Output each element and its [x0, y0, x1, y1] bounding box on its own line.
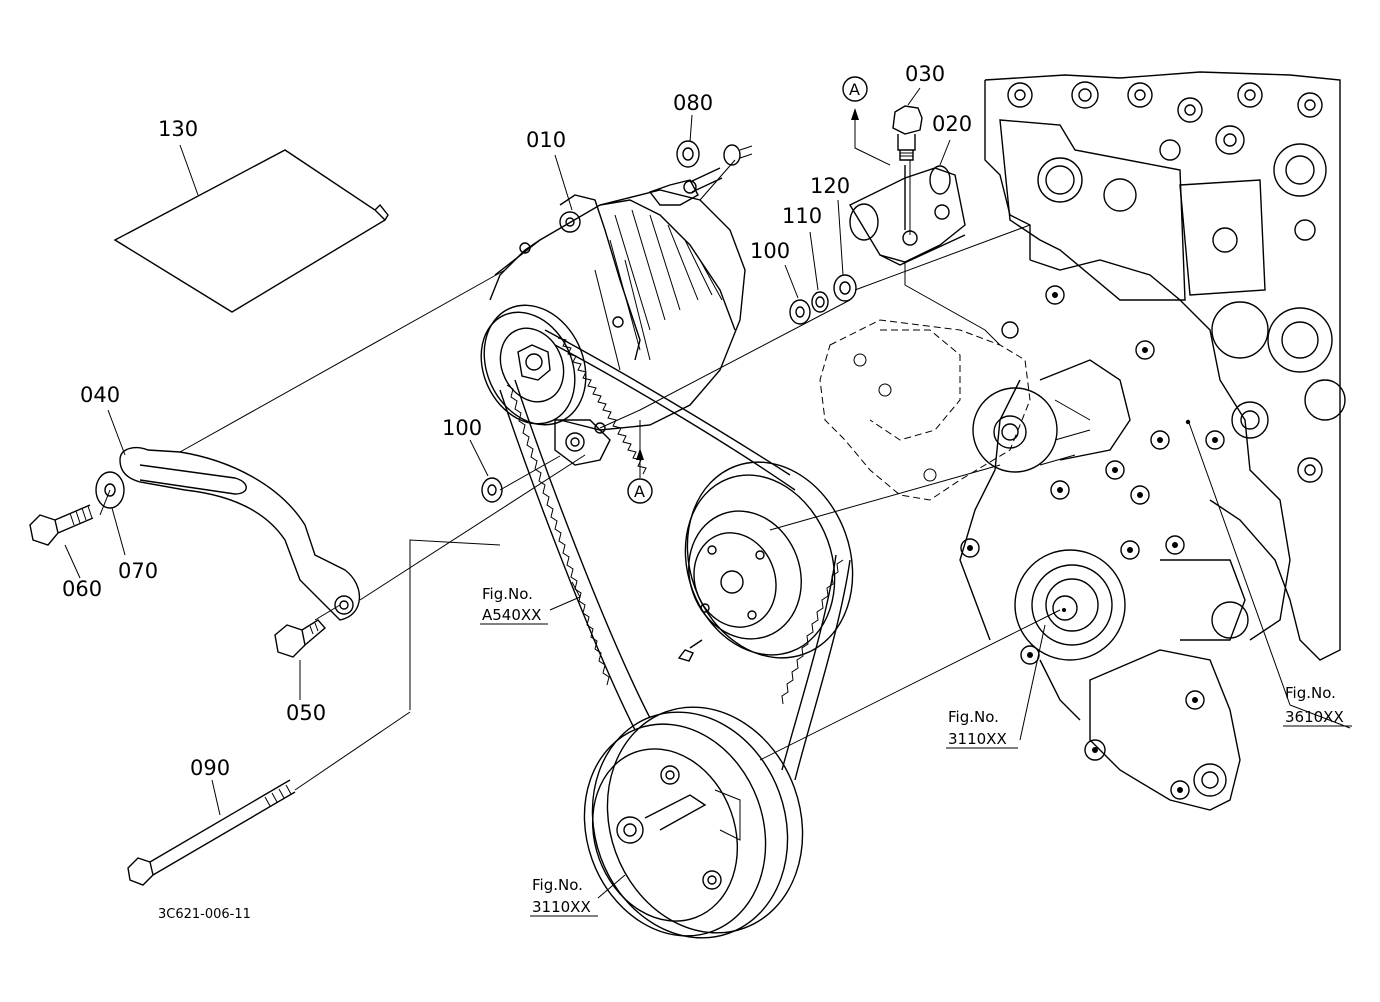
- engine-block: [959, 71, 1346, 811]
- fig-ref-crank-pulley-line1: Fig.No.: [532, 876, 583, 894]
- fig-ref-crank-center-line2: 3110XX: [948, 730, 1007, 748]
- callout-090: 090: [190, 756, 230, 780]
- fig-ref-belt-line1: Fig.No.: [482, 585, 533, 603]
- alternator-bracket: [849, 165, 966, 266]
- fig-ref-gear-case-line2: 3610XX: [1285, 708, 1344, 726]
- washer-100-upper: [789, 299, 811, 325]
- callout-100-upper: 100: [750, 239, 790, 263]
- fig-ref-gear-case-line1: Fig.No.: [1285, 684, 1336, 702]
- leader-lines: [64, 87, 1351, 899]
- bolt-050: [274, 619, 326, 658]
- callout-130: 130: [158, 117, 198, 141]
- callout-030: 030: [905, 62, 945, 86]
- callout-010: 010: [526, 128, 566, 152]
- alternator: [480, 167, 746, 466]
- washer-100-lower: [481, 477, 503, 503]
- fig-ref-crank-center-line1: Fig.No.: [948, 708, 999, 726]
- marker-a-top: A: [849, 80, 860, 99]
- label-sheet: [113, 149, 389, 313]
- adjusting-plate: [119, 447, 361, 621]
- fan-pulley: [677, 461, 854, 662]
- callout-070: 070: [118, 559, 158, 583]
- fig-ref-belt[interactable]: Fig.No. A540XX: [480, 585, 548, 625]
- arrow-a-bottom: [627, 448, 653, 504]
- callout-020: 020: [932, 112, 972, 136]
- crankshaft-pulley: [583, 706, 804, 939]
- nut-080: [676, 140, 753, 168]
- bolt-060: [29, 504, 94, 546]
- fig-ref-gear-case[interactable]: Fig.No. 3610XX: [1283, 684, 1352, 727]
- nut-120: [833, 274, 857, 302]
- water-pump: [819, 319, 1131, 501]
- callout-100-lower: 100: [442, 416, 482, 440]
- callout-120: 120: [810, 174, 850, 198]
- marker-a-bottom: A: [634, 482, 645, 501]
- callout-060: 060: [62, 577, 102, 601]
- callout-040: 040: [80, 383, 120, 407]
- washer-070: [95, 471, 125, 509]
- v-belt: [499, 329, 851, 781]
- callout-080: 080: [673, 91, 713, 115]
- fig-ref-crank-center[interactable]: Fig.No. 3110XX: [946, 708, 1018, 749]
- drawing-code: 3C621-006-11: [158, 907, 251, 922]
- callout-050: 050: [286, 701, 326, 725]
- callout-110: 110: [782, 204, 822, 228]
- fig-ref-belt-line2: A540XX: [482, 606, 541, 624]
- arrow-a-top: [842, 76, 868, 140]
- bolt-090: [127, 779, 296, 886]
- fig-ref-crank-pulley[interactable]: Fig.No. 3110XX: [530, 876, 598, 917]
- bolt-030: [892, 105, 923, 161]
- fig-ref-crank-pulley-line2: 3110XX: [532, 898, 591, 916]
- assembly-lines: [99, 140, 1061, 791]
- spring-washer-110: [811, 291, 829, 313]
